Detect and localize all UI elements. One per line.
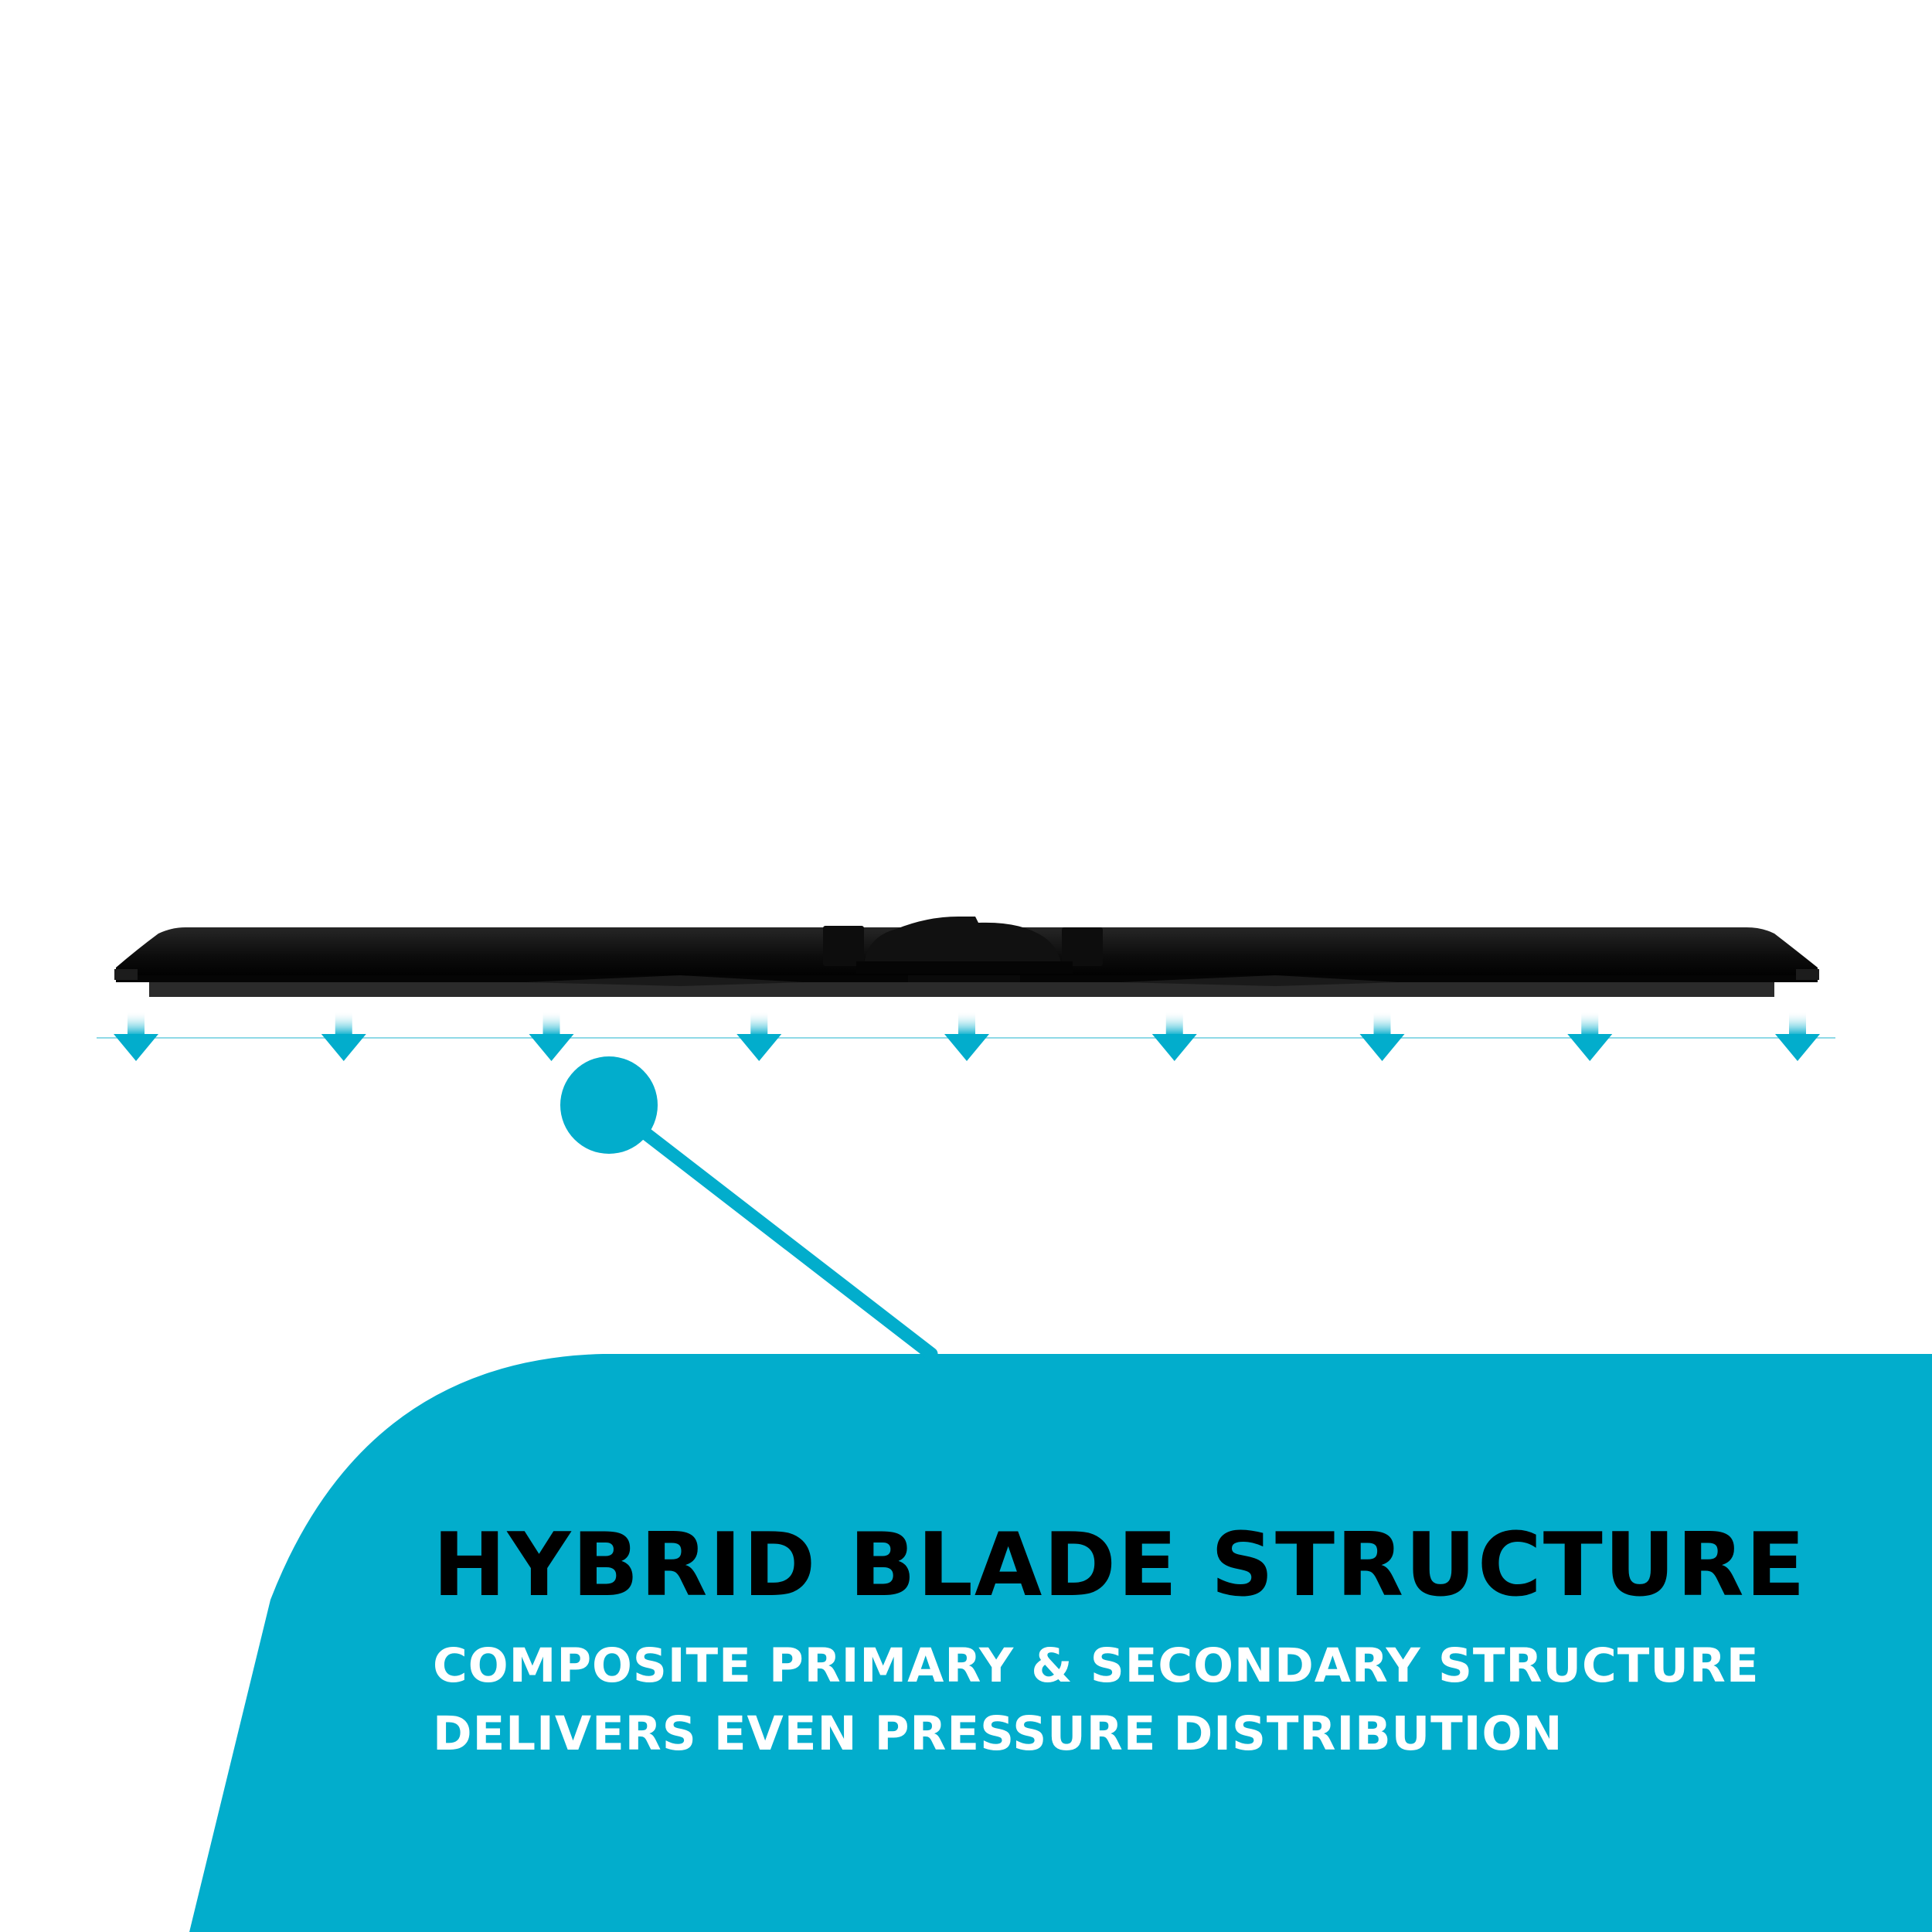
down-arrow-icon [1359, 1012, 1405, 1061]
arrow-head [944, 1034, 989, 1061]
down-arrow-icon [114, 1012, 158, 1061]
pressure-arrows [114, 1012, 1820, 1061]
info-caption: HYBRID BLADE STRUCTURE COMPOSITE PRIMARY… [433, 1515, 1901, 1768]
secondary-structure-left [526, 975, 804, 986]
arrow-head [736, 1034, 782, 1061]
adapter-clip-right [1062, 927, 1103, 966]
down-arrow-icon [1151, 1012, 1197, 1061]
callout-leader-line [602, 1098, 938, 1361]
subline: COMPOSITE PRIMARY & SECONDARY STRUCTURE … [433, 1632, 1901, 1768]
down-arrow-icon [321, 1012, 366, 1061]
arrow-head [1775, 1034, 1820, 1061]
arrow-head [1359, 1034, 1405, 1061]
headline: HYBRID BLADE STRUCTURE [433, 1514, 1807, 1616]
arrow-head [114, 1034, 158, 1061]
arrow-shaft [750, 1012, 768, 1036]
down-arrow-icon [529, 1012, 574, 1061]
blade-end-cap-left [114, 969, 138, 980]
rubber-wiper-strip [149, 981, 1774, 997]
arrow-shaft [335, 1012, 352, 1036]
secondary-structure-right [1121, 975, 1399, 986]
info-panel-background [189, 1354, 1932, 1932]
adapter-base [856, 961, 1073, 974]
center-adapter [864, 917, 1062, 964]
blade-end-cap-right [1796, 969, 1819, 980]
subline-line-2: DELIVERS EVEN PRESSURE DISTRIBUTION [433, 1706, 1563, 1761]
adapter-mount [908, 975, 1020, 982]
arrow-shaft [128, 1012, 145, 1036]
arrow-shaft [1165, 1012, 1183, 1036]
down-arrow-icon [736, 1012, 782, 1061]
arrow-head [1151, 1034, 1197, 1061]
arrow-head [1567, 1034, 1613, 1061]
down-arrow-icon [1567, 1012, 1613, 1061]
arrow-shaft [1373, 1012, 1391, 1036]
arrow-shaft [1581, 1012, 1599, 1036]
arrow-head [321, 1034, 366, 1061]
arrow-shaft [1789, 1012, 1806, 1036]
arrow-shaft [543, 1012, 560, 1036]
callout-dot-icon [560, 1056, 658, 1154]
adapter-clip-left [823, 926, 864, 966]
arrow-head [529, 1034, 574, 1061]
wiper-blade [114, 917, 1819, 997]
down-arrow-icon [944, 1012, 989, 1061]
subline-line-1: COMPOSITE PRIMARY & SECONDARY STRUCTURE [433, 1638, 1760, 1693]
down-arrow-icon [1775, 1012, 1820, 1061]
arrow-shaft [958, 1012, 975, 1036]
